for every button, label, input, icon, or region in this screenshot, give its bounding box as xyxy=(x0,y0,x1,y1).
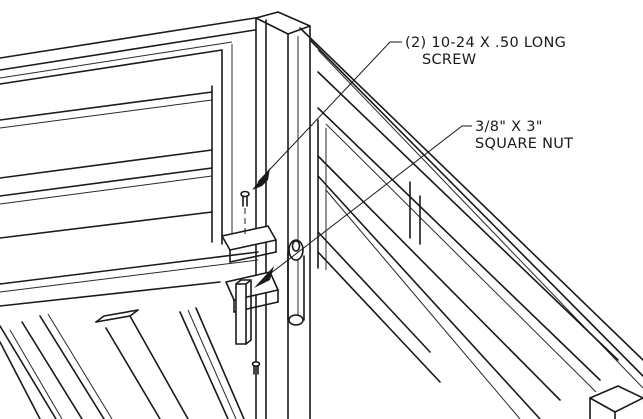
screw-callout-line2: SCREW xyxy=(422,52,476,68)
screw-icon xyxy=(240,190,250,236)
right-wall-panel xyxy=(299,27,643,419)
screw-callout-line1: (2) 10-24 X .50 LONG xyxy=(405,35,566,51)
nut-callout-line2: SQUARE NUT xyxy=(475,136,573,152)
left-wall-panel xyxy=(0,17,259,307)
nut-slot xyxy=(287,239,305,326)
nut-leader xyxy=(254,125,472,288)
corner-post xyxy=(255,11,311,419)
nut-callout-line1: 3/8" X 3" xyxy=(475,119,543,135)
floor-slats xyxy=(0,307,245,419)
screw-leader xyxy=(252,41,402,190)
upper-bracket xyxy=(221,225,277,263)
screw-icon-lower xyxy=(251,312,261,375)
square-nut-icon xyxy=(235,279,252,345)
